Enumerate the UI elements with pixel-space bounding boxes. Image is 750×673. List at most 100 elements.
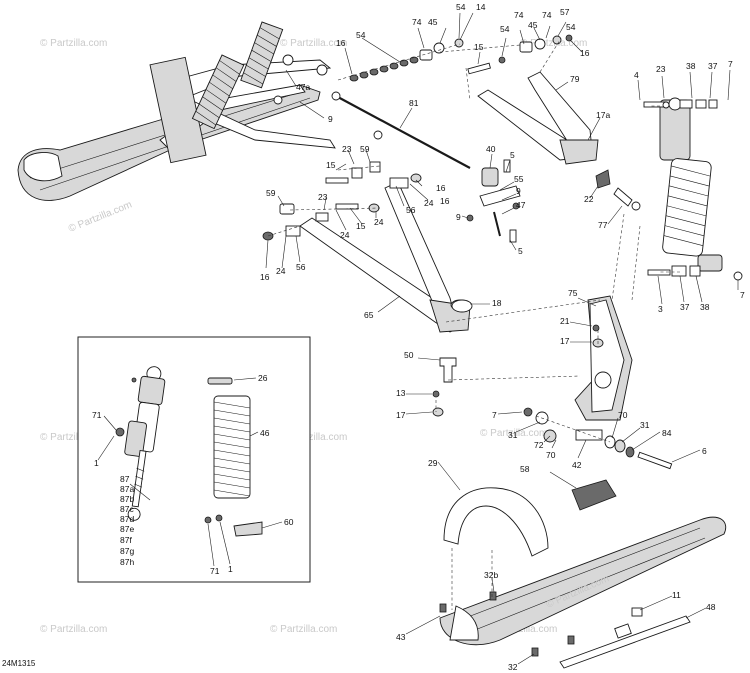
hardware-top-stack bbox=[349, 34, 573, 82]
callout-71: 71 bbox=[210, 566, 220, 576]
assembled-suspension-illustration: © Partzilla.com bbox=[17, 21, 336, 235]
callout-38: 38 bbox=[686, 61, 696, 71]
hardware-ski-fasteners bbox=[439, 591, 575, 657]
callout-15: 15 bbox=[474, 42, 484, 52]
callout-17: 17 bbox=[396, 410, 406, 420]
callout-54: 54 bbox=[356, 30, 366, 40]
callout-45: 45 bbox=[528, 20, 538, 30]
watermark: © Partzilla.com bbox=[280, 38, 347, 49]
callout-87c: 87c bbox=[120, 504, 134, 514]
callout-9: 9 bbox=[456, 212, 461, 222]
watermark: © Partzilla.com bbox=[490, 624, 557, 635]
callout-24: 24 bbox=[276, 266, 286, 276]
callout-24: 24 bbox=[374, 217, 384, 227]
callout-16: 16 bbox=[260, 272, 270, 282]
tie-rod-81 bbox=[331, 91, 471, 169]
callout-24: 24 bbox=[340, 230, 350, 240]
inset-shock-detail bbox=[77, 336, 311, 583]
callout-22: 22 bbox=[584, 194, 594, 204]
callout-58: 58 bbox=[520, 464, 530, 474]
watermark: © Partzilla.com bbox=[270, 624, 337, 635]
callout-74: 74 bbox=[412, 17, 422, 27]
callout-87e: 87e bbox=[120, 524, 134, 534]
callout-43: 43 bbox=[396, 632, 406, 642]
watermark: © Partzilla.com bbox=[67, 199, 134, 234]
ski-43: © Partzilla.com bbox=[439, 516, 727, 646]
callout-87d: 87d bbox=[120, 514, 134, 524]
callout-31: 31 bbox=[508, 430, 518, 440]
callout-7: 7 bbox=[740, 290, 745, 300]
callout-75: 75 bbox=[568, 288, 578, 298]
callout-65: 65 bbox=[364, 310, 374, 320]
callout-42: 42 bbox=[572, 460, 582, 470]
watermark: © Partzilla.com bbox=[40, 432, 107, 443]
callout-37: 37 bbox=[708, 61, 718, 71]
watermark: © Partzilla.com bbox=[520, 38, 587, 49]
callout-59: 59 bbox=[266, 188, 276, 198]
callout-29: 29 bbox=[428, 458, 438, 468]
callout-48: 48 bbox=[706, 602, 716, 612]
callout-87a: 87a bbox=[120, 484, 134, 494]
callout-87h: 87h bbox=[120, 557, 134, 567]
callout-17: 17 bbox=[560, 336, 570, 346]
callout-3: 3 bbox=[658, 304, 663, 314]
callout-70: 70 bbox=[618, 410, 628, 420]
callout-4: 4 bbox=[634, 70, 639, 80]
assembly-dashed-lines bbox=[267, 39, 680, 610]
callout-32b: 32b bbox=[484, 570, 498, 580]
watermark: © Partzilla.com bbox=[40, 38, 107, 49]
callout-55: 55 bbox=[514, 174, 524, 184]
callout-47a: 47a bbox=[296, 82, 310, 92]
callout-23: 23 bbox=[342, 144, 352, 154]
callout-15: 15 bbox=[326, 160, 336, 170]
runner-48 bbox=[559, 607, 691, 669]
callout-84: 84 bbox=[662, 428, 672, 438]
callout-24: 24 bbox=[424, 198, 434, 208]
callout-9: 9 bbox=[516, 186, 521, 196]
callout-47: 47 bbox=[516, 200, 526, 210]
watermark-layer: © Partzilla.com © Partzilla.com © Partzi… bbox=[40, 38, 587, 635]
callout-11: 11 bbox=[672, 590, 681, 600]
callout-26: 26 bbox=[258, 373, 268, 383]
right-shock-absorber bbox=[643, 97, 743, 281]
callout-56: 56 bbox=[406, 205, 416, 215]
callout-21: 21 bbox=[560, 316, 570, 326]
callout-7: 7 bbox=[728, 59, 733, 69]
callout-23: 23 bbox=[656, 64, 666, 74]
callout-37: 37 bbox=[680, 302, 690, 312]
callout-17a: 17a bbox=[596, 110, 610, 120]
callout-72: 72 bbox=[534, 440, 544, 450]
callout-50: 50 bbox=[404, 350, 414, 360]
callout-87f: 87f bbox=[120, 535, 132, 545]
callout-79: 79 bbox=[570, 74, 580, 84]
callout-16: 16 bbox=[336, 38, 346, 48]
callout-31: 31 bbox=[640, 420, 650, 430]
callout-6: 6 bbox=[702, 446, 707, 456]
callout-1: 1 bbox=[94, 458, 99, 468]
callout-5: 5 bbox=[518, 246, 523, 256]
callout-7: 7 bbox=[492, 410, 497, 420]
callout-14: 14 bbox=[476, 2, 486, 12]
callout-40: 40 bbox=[486, 144, 496, 154]
callout-5: 5 bbox=[510, 150, 515, 160]
callout-74: 74 bbox=[542, 10, 552, 20]
watermark: © Partzilla.com bbox=[280, 432, 347, 443]
watermark: © Partzilla.com bbox=[480, 428, 547, 439]
callout-59: 59 bbox=[360, 144, 370, 154]
callout-45: 45 bbox=[428, 17, 438, 27]
callout-77: 77 bbox=[598, 220, 608, 230]
callout-60: 60 bbox=[284, 517, 294, 527]
leader-lines bbox=[97, 12, 739, 665]
callout-54: 54 bbox=[456, 2, 466, 12]
callout-74: 74 bbox=[514, 10, 524, 20]
callout-38: 38 bbox=[700, 302, 710, 312]
spindle-75 bbox=[574, 295, 633, 421]
ski-leg-29 bbox=[443, 487, 549, 557]
callout-23: 23 bbox=[318, 192, 328, 202]
callout-54: 54 bbox=[566, 22, 576, 32]
callout-46: 46 bbox=[260, 428, 270, 438]
callout-87: 87 bbox=[120, 474, 130, 484]
callout-15: 15 bbox=[356, 221, 366, 231]
hardware-spindle-area bbox=[432, 299, 673, 511]
callout-57: 57 bbox=[560, 7, 570, 17]
